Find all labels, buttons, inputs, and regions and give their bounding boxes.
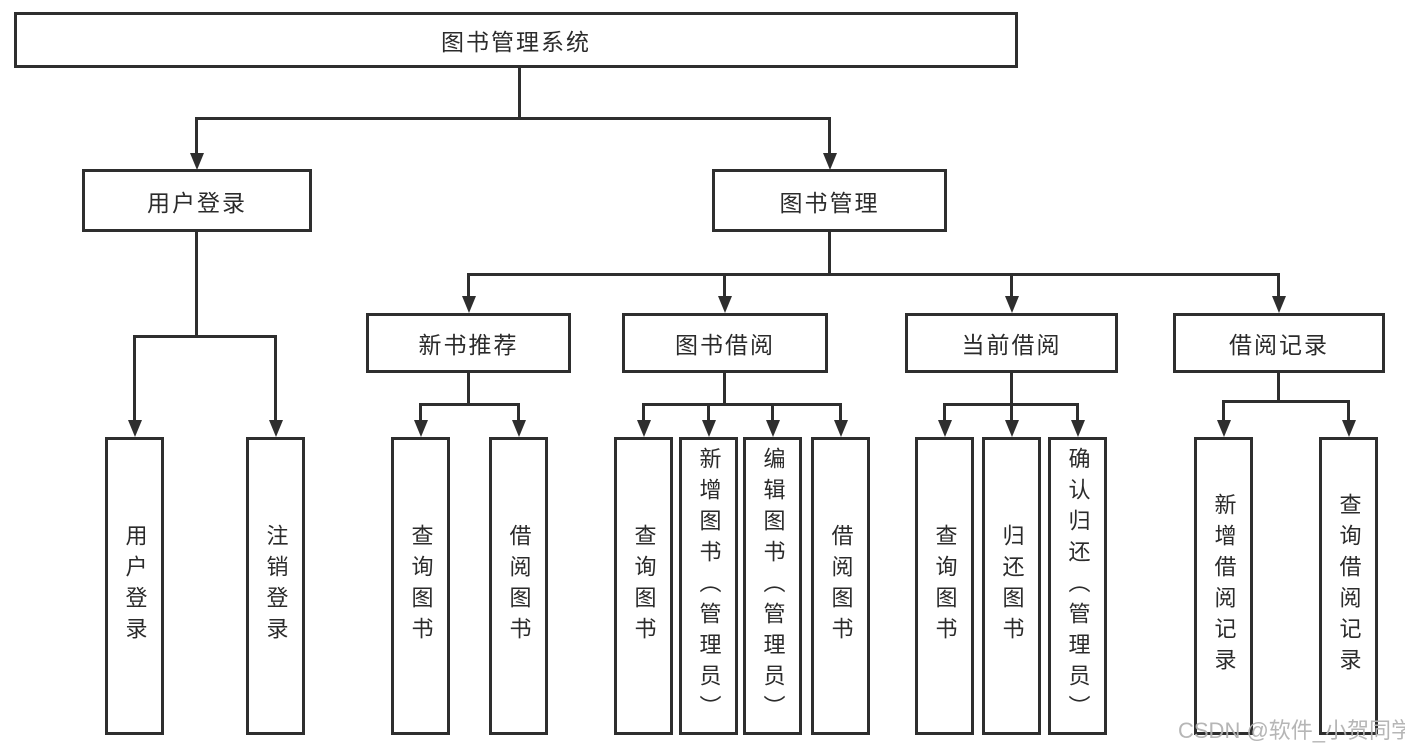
edge-line	[1222, 400, 1350, 403]
node-user-login-leaf: 用户登录	[105, 437, 164, 735]
node-user-login: 用户登录	[82, 169, 312, 232]
edge-line	[723, 373, 726, 406]
edge-line	[642, 403, 645, 422]
arrow-down-icon	[414, 420, 428, 437]
arrow-down-icon	[1217, 420, 1231, 437]
edge-line	[196, 117, 831, 120]
node-logout-login: 注销登录	[246, 437, 305, 735]
edge-line	[518, 67, 521, 120]
edge-line	[419, 403, 422, 422]
node-return-books: 归还图书	[982, 437, 1041, 735]
node-query-books-borrowing: 查询图书	[614, 437, 673, 735]
arrow-down-icon	[834, 420, 848, 437]
arrow-down-icon	[269, 420, 283, 437]
edge-line	[1277, 273, 1280, 298]
edge-line	[723, 273, 726, 298]
arrow-down-icon	[1005, 420, 1019, 437]
arrow-down-icon	[1071, 420, 1085, 437]
arrow-down-icon	[190, 153, 204, 170]
edge-line	[642, 403, 841, 406]
arrow-down-icon	[512, 420, 526, 437]
node-book-borrowing: 图书借阅	[622, 313, 828, 373]
arrow-down-icon	[702, 420, 716, 437]
edge-line	[828, 117, 831, 155]
node-confirm-return-admin: 确认归还（管理员）	[1048, 437, 1107, 735]
edge-line	[467, 273, 1280, 276]
edge-line	[1277, 373, 1280, 403]
edge-line	[1347, 400, 1350, 422]
node-add-borrow-record: 新增借阅记录	[1194, 437, 1253, 735]
arrow-down-icon	[462, 296, 476, 313]
node-borrowing-records: 借阅记录	[1173, 313, 1385, 373]
edge-line	[707, 403, 710, 422]
arrow-down-icon	[823, 153, 837, 170]
edge-line	[467, 273, 470, 298]
node-borrow-books-recommend: 借阅图书	[489, 437, 548, 735]
node-edit-books-admin: 编辑图书（管理员）	[743, 437, 802, 735]
node-query-books-current: 查询图书	[915, 437, 974, 735]
edge-line	[1076, 403, 1079, 422]
edge-line	[133, 335, 277, 338]
node-add-books-admin: 新增图书（管理员）	[679, 437, 738, 735]
edge-line	[1010, 273, 1013, 298]
node-current-borrowing: 当前借阅	[905, 313, 1118, 373]
edge-line	[943, 403, 946, 422]
node-book-management: 图书管理	[712, 169, 947, 232]
arrow-down-icon	[1342, 420, 1356, 437]
arrow-down-icon	[766, 420, 780, 437]
edge-line	[517, 403, 520, 422]
edge-line	[133, 335, 136, 422]
edge-line	[1010, 373, 1013, 406]
edge-line	[839, 403, 842, 422]
arrow-down-icon	[718, 296, 732, 313]
edge-line	[419, 403, 520, 406]
edge-line	[274, 335, 277, 422]
edge-line	[771, 403, 774, 422]
arrow-down-icon	[128, 420, 142, 437]
arrow-down-icon	[637, 420, 651, 437]
edge-line	[467, 373, 470, 406]
node-borrow-books: 借阅图书	[811, 437, 870, 735]
node-query-borrow-record: 查询借阅记录	[1319, 437, 1378, 735]
watermark: CSDN @软件_小贺同学	[1178, 718, 1405, 743]
node-new-book-recommendation: 新书推荐	[366, 313, 571, 373]
edge-line	[195, 232, 198, 338]
edge-line	[1010, 403, 1013, 422]
node-query-books-recommend: 查询图书	[391, 437, 450, 735]
node-root-library-management-system: 图书管理系统	[14, 12, 1018, 68]
edge-line	[1222, 400, 1225, 422]
arrow-down-icon	[1272, 296, 1286, 313]
arrow-down-icon	[1005, 296, 1019, 313]
edge-line	[828, 232, 831, 276]
edge-line	[195, 117, 198, 155]
arrow-down-icon	[938, 420, 952, 437]
